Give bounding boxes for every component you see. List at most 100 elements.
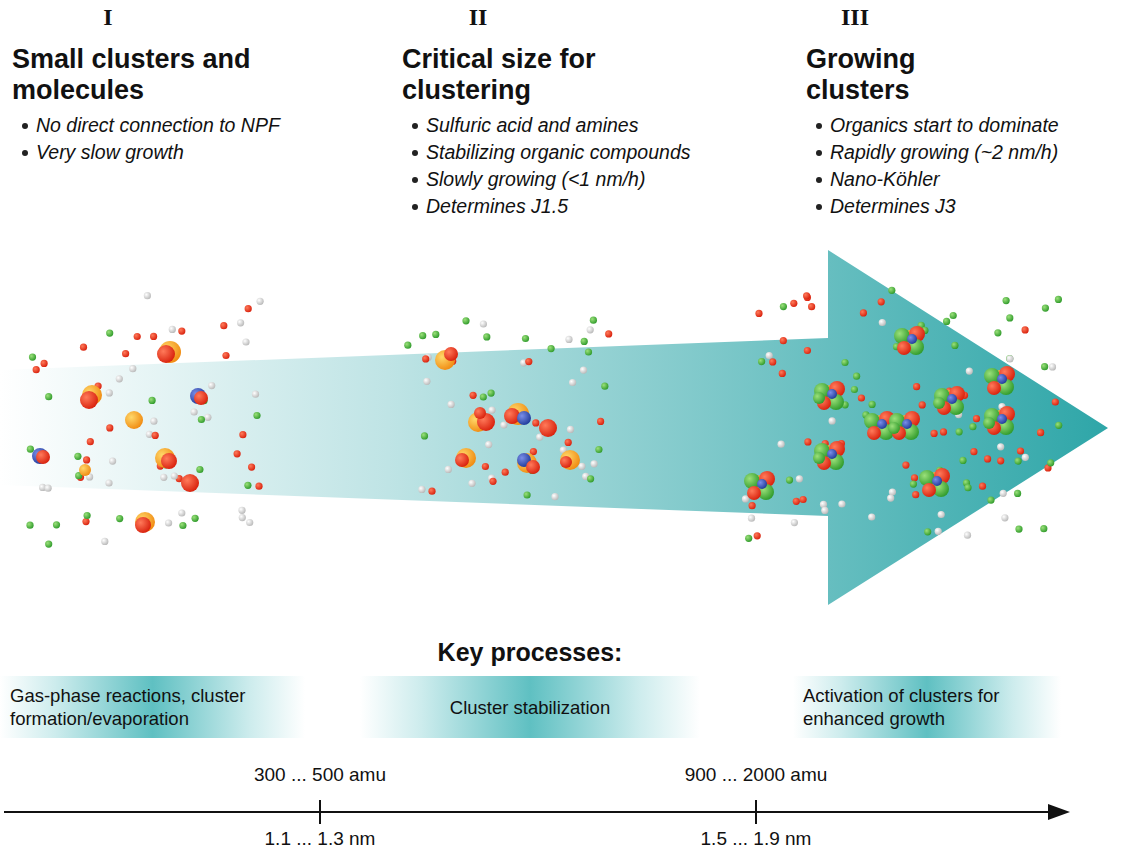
molecule xyxy=(485,441,492,448)
molecule xyxy=(84,512,91,519)
molecule xyxy=(87,438,94,445)
molecule xyxy=(910,481,917,488)
molecule xyxy=(897,341,911,355)
molecule xyxy=(580,367,587,374)
molecule xyxy=(979,483,986,490)
molecule xyxy=(82,518,89,525)
molecule xyxy=(1041,363,1048,370)
molecule xyxy=(45,485,52,492)
molecule xyxy=(1006,355,1013,362)
bullet-item: Nano-Köhler xyxy=(830,167,939,191)
axis-label: 300 ... 500 amu xyxy=(254,764,386,786)
molecule xyxy=(590,317,597,324)
molecule xyxy=(841,359,848,366)
molecule xyxy=(421,432,428,439)
molecule xyxy=(160,474,167,481)
molecule xyxy=(779,370,786,377)
molecule xyxy=(548,345,555,352)
molecule xyxy=(165,519,172,526)
molecule xyxy=(969,423,976,430)
molecule xyxy=(1049,363,1056,370)
molecule xyxy=(208,382,215,389)
molecule xyxy=(480,393,487,400)
molecule xyxy=(135,512,155,532)
molecule xyxy=(943,318,950,325)
molecule xyxy=(585,348,592,355)
molecule xyxy=(432,331,439,338)
molecule xyxy=(813,452,825,464)
molecule xyxy=(931,430,938,437)
molecule xyxy=(997,414,1007,424)
molecule xyxy=(786,477,793,484)
molecule xyxy=(488,390,495,397)
molecule xyxy=(868,513,875,520)
molecule xyxy=(987,497,994,504)
molecule xyxy=(813,392,825,404)
molecule xyxy=(869,401,876,408)
molecule xyxy=(951,342,958,349)
molecule xyxy=(525,358,532,365)
molecule xyxy=(125,411,143,429)
bullet-dot xyxy=(412,123,418,129)
molecule xyxy=(560,450,580,470)
molecule xyxy=(171,472,178,479)
molecule xyxy=(924,528,931,535)
bullet-dot xyxy=(412,177,418,183)
bullet-dot xyxy=(816,204,822,210)
molecule xyxy=(858,394,865,401)
molecule xyxy=(245,305,252,312)
molecule xyxy=(423,378,430,385)
molecule xyxy=(860,309,867,316)
molecule xyxy=(482,463,489,470)
molecule xyxy=(888,422,900,434)
molecule xyxy=(757,479,767,489)
bullet-item: Determines J1.5 xyxy=(426,194,568,218)
molecule xyxy=(27,446,34,453)
molecule xyxy=(248,464,255,471)
molecule xyxy=(152,432,159,439)
molecule xyxy=(747,486,761,500)
molecule xyxy=(238,507,245,514)
molecule xyxy=(922,483,936,497)
bullet-item: Organics start to dominate xyxy=(830,113,1059,137)
molecule xyxy=(878,298,885,305)
molecule xyxy=(748,515,755,522)
molecule xyxy=(827,449,837,459)
molecule xyxy=(517,411,531,425)
molecule xyxy=(157,345,175,363)
molecule xyxy=(755,310,762,317)
molecule xyxy=(983,417,995,429)
molecule xyxy=(888,287,895,294)
molecule xyxy=(149,397,156,404)
axis-label: 1.5 ... 1.9 nm xyxy=(701,828,812,850)
molecule xyxy=(997,443,1004,450)
bullet-item: No direct connection to NPF xyxy=(36,113,280,137)
molecule xyxy=(169,326,176,333)
molecule xyxy=(252,391,259,398)
molecule xyxy=(919,401,926,408)
bullet-item: Sulfuric acid and amines xyxy=(426,113,638,137)
molecule xyxy=(222,352,229,359)
band-text: Activation of clusters for enhanced grow… xyxy=(803,684,1051,730)
molecule xyxy=(1000,490,1007,497)
molecule xyxy=(445,466,452,473)
molecule xyxy=(80,344,87,351)
molecule xyxy=(135,517,151,533)
molecule xyxy=(808,303,815,310)
molecule xyxy=(178,328,185,335)
molecule xyxy=(1037,429,1044,436)
molecule xyxy=(255,483,262,490)
molecule xyxy=(29,354,36,361)
molecule xyxy=(569,379,576,386)
molecule xyxy=(422,355,429,362)
stage-heading: Small clusters and molecules xyxy=(12,44,312,106)
molecule xyxy=(474,407,486,419)
molecule xyxy=(257,298,264,305)
molecule xyxy=(970,448,977,455)
molecule xyxy=(984,455,991,462)
molecule xyxy=(912,491,919,498)
molecule xyxy=(45,541,52,548)
molecule xyxy=(560,456,572,468)
molecule xyxy=(101,538,108,545)
molecule xyxy=(964,484,971,491)
